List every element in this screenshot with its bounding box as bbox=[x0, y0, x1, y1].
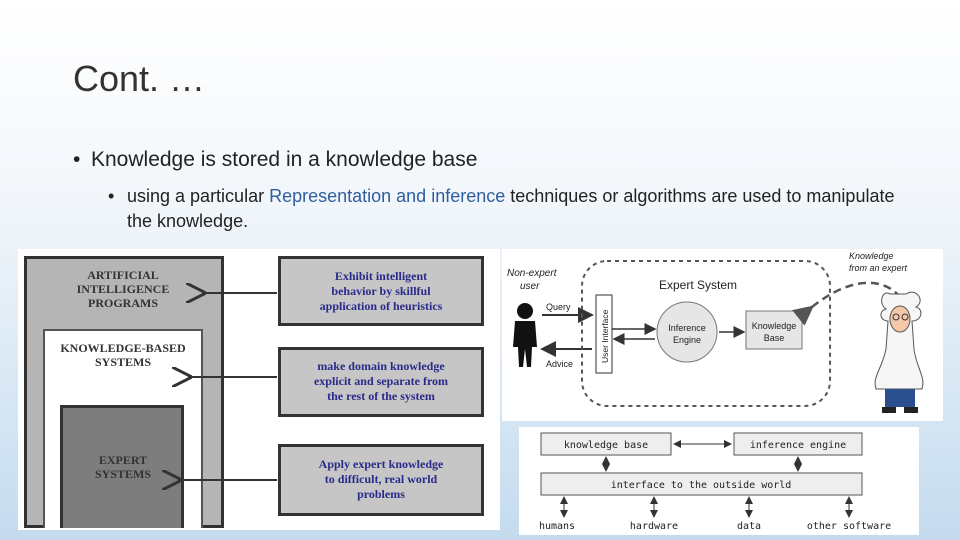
bullet-text-after: techniques or algorithms are used to man… bbox=[127, 186, 895, 231]
expert-systems-box bbox=[60, 405, 184, 528]
ie-box bbox=[733, 432, 863, 456]
user-label: user bbox=[520, 281, 540, 292]
bullet-level2: • using a particular Representation and … bbox=[108, 184, 908, 234]
inference-engine-circle bbox=[656, 301, 718, 363]
query-label: Query bbox=[546, 302, 571, 312]
es-label: EXPERT SYSTEMS bbox=[94, 453, 152, 481]
user-interface-label: User Interface bbox=[600, 309, 610, 363]
expert-system-diagram: Non-expert user Query Advice Expert Syst… bbox=[502, 249, 943, 421]
humans-label: humans bbox=[539, 521, 575, 532]
data-label: data bbox=[737, 521, 761, 532]
inference-label: Inference bbox=[668, 323, 706, 333]
ai-programs-label: ARTIFICIAL INTELLIGENCE PROGRAMS bbox=[76, 268, 170, 310]
kb-label-1: Knowledge bbox=[752, 321, 797, 331]
engine-label: Engine bbox=[673, 335, 701, 345]
arrows-layer bbox=[18, 249, 277, 530]
expert-label: from an expert bbox=[849, 263, 908, 273]
knowledge-from-label: Knowledge bbox=[849, 251, 894, 261]
kb-box bbox=[540, 432, 672, 456]
expert-knowledge-box: Apply expert knowledge to difficult, rea… bbox=[278, 444, 484, 516]
software-label: other software bbox=[807, 521, 891, 532]
bullet-text: using a particular Representation and in… bbox=[108, 184, 908, 234]
hardware-label: hardware bbox=[630, 521, 678, 532]
bullet-dot: • bbox=[73, 148, 81, 171]
user-interface-box bbox=[595, 294, 613, 374]
interface-box bbox=[540, 472, 863, 496]
knowledge-dashed-arrow bbox=[792, 281, 903, 326]
bullet-text-before: using a particular bbox=[127, 186, 270, 206]
kb-text: knowledge base bbox=[564, 440, 648, 451]
kbs-label: KNOWLEDGE-BASED SYSTEMS bbox=[60, 341, 186, 369]
ie-text: inference engine bbox=[750, 440, 846, 451]
kb-label-2: Base bbox=[764, 333, 785, 343]
ai-hierarchy-diagram: ARTIFICIAL INTELLIGENCE PROGRAMS KNOWLED… bbox=[18, 249, 500, 530]
bullet-highlight: Representation and inference bbox=[269, 186, 506, 206]
non-expert-label: Non-expert bbox=[507, 268, 558, 279]
bullet-text: Knowledge is stored in a knowledge base bbox=[91, 148, 478, 171]
expert-system-boundary bbox=[581, 260, 831, 407]
expert-system-title: Expert System bbox=[659, 278, 737, 292]
advice-label: Advice bbox=[546, 359, 573, 369]
bullet-dot: • bbox=[108, 186, 115, 206]
heuristics-box: Exhibit intelligent behavior by skillful… bbox=[278, 256, 484, 326]
expert-icon bbox=[874, 291, 924, 413]
slide-title: Cont. … bbox=[73, 58, 206, 99]
bullet-level1: • Knowledge is stored in a knowledge base bbox=[73, 148, 477, 172]
user-icon bbox=[513, 303, 537, 367]
knowledge-base-diagram: knowledge base inference engine interfac… bbox=[519, 427, 919, 535]
domain-knowledge-box: make domain knowledge explicit and separ… bbox=[278, 347, 484, 417]
interface-text: interface to the outside world bbox=[611, 480, 792, 491]
